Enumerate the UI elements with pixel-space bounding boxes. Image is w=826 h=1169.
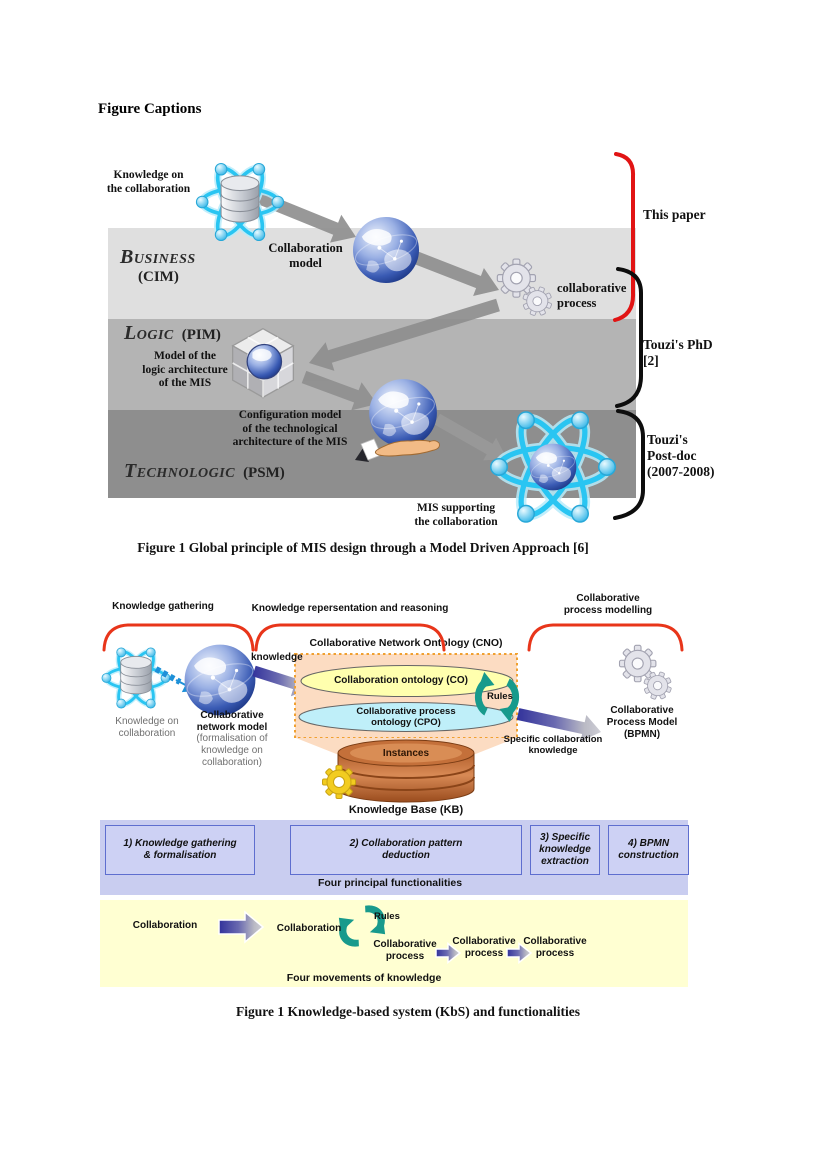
specific-knowledge-arrow <box>516 708 601 742</box>
movement-step-5: Collaborative process <box>523 936 587 959</box>
kb-label: Knowledge Base (KB) <box>348 804 464 816</box>
this-paper-annotation: This paper <box>643 207 706 222</box>
arrow-model-to-process <box>401 246 499 296</box>
figure1-caption: Figure 1 Global principle of MIS design … <box>137 540 589 555</box>
movement-arrows <box>218 910 533 965</box>
process-model-gears-icon <box>620 645 676 703</box>
specific-knowledge-label: Specific collaboration knowledge <box>503 734 603 757</box>
rules-label: Rules <box>487 691 513 702</box>
technologic-name: Technologic <box>124 460 236 482</box>
knowledge-atom-database-icon-small <box>102 647 170 709</box>
cpo-ellipse <box>298 702 514 732</box>
bracket-touzi-postdoc <box>613 409 645 520</box>
functionalities-caption: Four principal functionalities <box>317 877 463 889</box>
logic-abbr: (PIM) <box>181 327 221 343</box>
page-title: Figure Captions <box>98 101 202 117</box>
movements-caption: Four movements of knowledge <box>286 972 442 984</box>
collaboration-model-label: Collaboration model <box>268 241 343 270</box>
business-abbr: (CIM) <box>138 269 179 285</box>
configuration-model-label: Configuration model of the technological… <box>232 409 348 449</box>
co-ellipse <box>300 665 514 697</box>
movement-arrow-3 <box>506 941 533 965</box>
functionality-box-1: 1) Knowledge gathering & formalisation <box>105 825 255 875</box>
header-knowledge-gathering: Knowledge gathering <box>112 601 214 612</box>
movement-arrow-1 <box>218 910 265 944</box>
collaborative-network-model-label: Collaborative network model <box>196 710 268 733</box>
technologic-abbr: (PSM) <box>243 465 285 481</box>
process-model-label: Collaborative Process Model (BPMN) <box>606 705 678 740</box>
brace-process-modelling <box>527 623 684 652</box>
brace-knowledge-gathering <box>102 623 255 652</box>
business-layer-label: Business (CIM) <box>120 246 196 286</box>
functionality-4-label: 4) BPMN construction <box>618 838 679 861</box>
brace-knowledge-representation <box>254 623 446 652</box>
arrow-process-to-logic <box>309 298 500 371</box>
co-label: Collaboration ontology (CO) <box>334 675 468 686</box>
collaborative-process-gears-icon <box>497 259 556 320</box>
business-name: Business <box>120 246 196 268</box>
bracket-touzi-phd <box>615 267 643 408</box>
figure2-caption: Figure 1 Knowledge-based system (KbS) an… <box>235 1004 581 1019</box>
functionality-3-label: 3) Specific knowledge extraction <box>539 832 591 867</box>
functionality-box-4: 4) BPMN construction <box>608 825 689 875</box>
functionality-1-label: 1) Knowledge gathering & formalisation <box>123 838 237 861</box>
kb-gear-icon <box>322 765 356 799</box>
movement-step-4: Collaborative process <box>452 936 516 959</box>
knowledge-arrow-label: knowledge <box>251 652 303 663</box>
knowledge-on-collaboration-sub: Knowledge on collaboration <box>115 716 179 739</box>
movement-step-2: Collaboration <box>276 923 342 934</box>
logic-architecture-cube-icon <box>231 327 295 399</box>
header-process-modelling: Collaborative process modelling <box>563 593 653 616</box>
movement-arrow-2 <box>435 941 462 965</box>
arrow-config-to-mis <box>434 413 507 461</box>
cno-title: Collaborative Network Ontology (CNO) <box>309 637 503 649</box>
bracket-this-paper <box>613 152 636 322</box>
collaborative-network-model-sub: (formalisation of knowledge on collabora… <box>196 733 268 768</box>
band-logic <box>108 319 636 410</box>
movement-step-3: Collaborative process <box>373 939 437 962</box>
arrow-logic-to-config <box>301 370 377 411</box>
collaborative-process-label: collaborative process <box>557 281 627 310</box>
instances-database-icon <box>337 739 475 803</box>
movement-rules-label: Rules <box>374 911 400 922</box>
mis-atom-globe-icon <box>491 410 616 523</box>
functionality-2-label: 2) Collaboration pattern deduction <box>349 838 463 861</box>
collaborative-network-globe-icon <box>182 644 258 716</box>
logic-name: Logic <box>124 322 174 344</box>
collaboration-model-globe-icon <box>351 216 421 284</box>
model-logic-architecture-label: Model of the logic architecture of the M… <box>142 350 228 390</box>
functionality-box-2: 2) Collaboration pattern deduction <box>290 825 522 875</box>
instances-label: Instances <box>382 748 430 759</box>
movements-band <box>100 900 688 987</box>
mis-supporting-label: MIS supporting the collaboration <box>414 502 498 528</box>
knowledge-on-collaboration-label: Knowledge on the collaboration <box>106 169 191 195</box>
functionality-box-3: 3) Specific knowledge extraction <box>530 825 600 875</box>
touzi-postdoc-annotation: Touzi's Post-doc (2007-2008) <box>647 432 715 479</box>
technologic-layer-label: Technologic (PSM) <box>124 460 285 483</box>
cpo-label: Collaborative process ontology (CPO) <box>356 706 456 729</box>
touzi-phd-annotation: Touzi's PhD [2] <box>643 337 713 368</box>
movement-step-1: Collaboration <box>132 920 198 931</box>
header-knowledge-representation: Knowledge repersentation and reasoning <box>251 603 449 614</box>
figure2-column-braces <box>102 623 684 652</box>
logic-layer-label: Logic (PIM) <box>124 322 221 345</box>
